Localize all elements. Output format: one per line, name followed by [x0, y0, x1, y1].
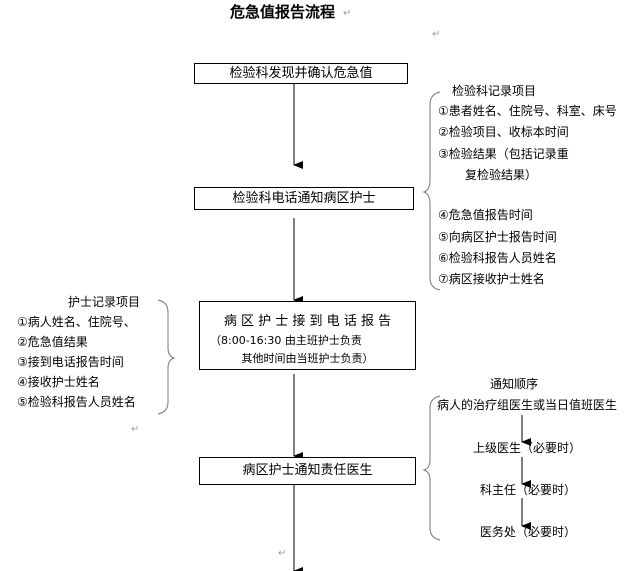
nurse-record-heading: 护士记录项目 [68, 295, 141, 309]
notify-order-heading: 通知顺序 [490, 377, 539, 391]
step-nurse-receive-label: 病 区 护 士 接 到 电 话 报 告 [223, 314, 392, 329]
return-mark: ↵ [343, 8, 352, 19]
lab-record-heading: 检验科记录项目 [452, 84, 537, 98]
step-note-2: 其他时间由当班护士负责） [241, 352, 374, 365]
return-mark: ↵ [131, 424, 140, 435]
lab-record-item: ②检验项目、收标本时间 [438, 125, 569, 139]
step-lab-notify: 检验科电话通知病区护士 [194, 187, 414, 210]
brace-notify [422, 395, 441, 541]
lab-record-item: ①患者姓名、住院号、科室、床号 [438, 104, 617, 118]
step-lab-confirm: 检验科发现并确认危急值 [194, 63, 408, 84]
nurse-record-item: ③接到电话报告时间 [17, 355, 124, 369]
notify-order-item: 上级医生（必要时） [473, 441, 582, 455]
lab-record-item: ⑦病区接收护士姓名 [438, 272, 545, 286]
nurse-record-item: ④接收护士姓名 [17, 375, 100, 389]
step-nurse-receive: 病 区 护 士 接 到 电 话 报 告 （8:00-16:30 由主班护士负责 … [199, 301, 416, 370]
step-notify-doctor: 病区护士通知责任医生 [199, 457, 416, 485]
notify-order-item: 医务处（必要时） [480, 525, 577, 539]
lab-record-item: ⑤向病区护士报告时间 [438, 230, 557, 244]
nurse-record-item: ①病人姓名、住院号、 [17, 315, 136, 329]
return-mark: ↵ [278, 548, 287, 559]
brace-nurse [157, 299, 176, 415]
lab-record-item: ⑥检验科报告人员姓名 [438, 251, 557, 265]
nurse-record-item: ②危急值结果 [17, 335, 88, 349]
page-title: 危急值报告流程 [230, 3, 336, 21]
step-note-1: （8:00-16:30 由主班护士负责 [210, 334, 362, 347]
notify-order-item: 科主任（必要时） [480, 483, 577, 497]
brace-lab [422, 91, 441, 291]
nurse-record-item: ⑤检验科报告人员姓名 [17, 395, 136, 409]
lab-record-item: 复检验结果） [465, 168, 538, 182]
lab-record-item: ④危急值报告时间 [438, 208, 533, 222]
lab-record-item: ③检验结果（包括记录重 [438, 147, 569, 161]
notify-order-item: 病人的治疗组医生或当日值班医生 [437, 398, 618, 412]
return-mark: ↵ [432, 29, 441, 40]
